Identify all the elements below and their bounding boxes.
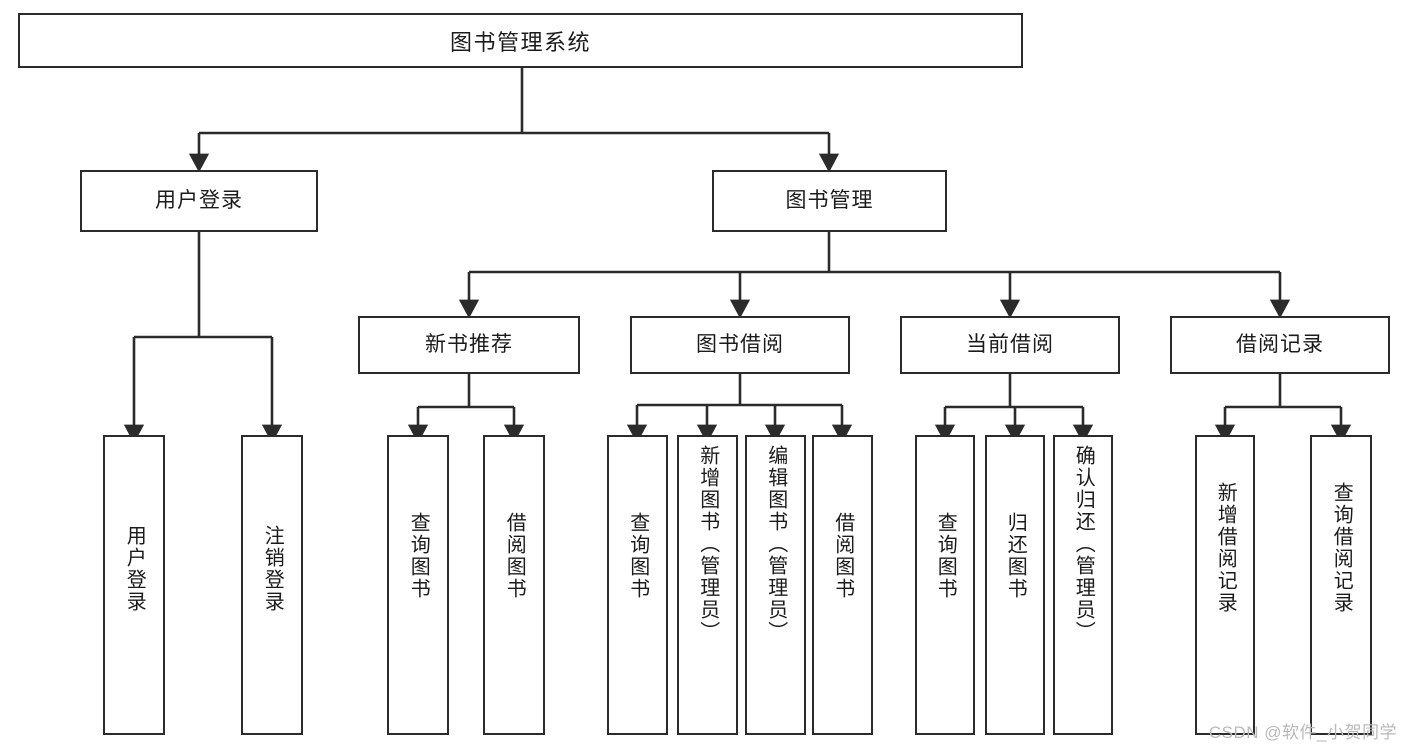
node-new-book-rec: 新书推荐 xyxy=(358,316,580,374)
node-label: 新书推荐 xyxy=(425,333,513,357)
node-label: 确认归还（管理员） xyxy=(1072,445,1095,643)
node-label: 归还图书 xyxy=(1004,512,1027,600)
node-label: 查询借阅记录 xyxy=(1330,482,1353,614)
node-label: 注销登录 xyxy=(261,525,284,613)
node-leaf-borrow-book-rec: 借阅图书 xyxy=(483,435,545,735)
node-book-borrow: 图书借阅 xyxy=(630,316,850,374)
node-label: 查询图书 xyxy=(934,512,957,600)
node-current-borrow: 当前借阅 xyxy=(900,316,1120,374)
node-leaf-query-book-borrow: 查询图书 xyxy=(607,435,668,735)
node-label: 查询图书 xyxy=(407,512,430,600)
node-label: 图书管理 xyxy=(785,189,874,213)
node-leaf-user-login: 用户登录 xyxy=(103,435,165,735)
node-leaf-return-book: 归还图书 xyxy=(985,435,1045,735)
node-leaf-borrow-book: 借阅图书 xyxy=(812,435,873,735)
node-book-manage: 图书管理 xyxy=(712,170,947,232)
node-label: 借阅图书 xyxy=(503,512,526,600)
node-leaf-add-borrow-record: 新增借阅记录 xyxy=(1195,435,1255,735)
csdn-watermark: CSDN @软件_小贺同学 xyxy=(1208,723,1397,742)
node-borrow-record: 借阅记录 xyxy=(1170,316,1390,374)
node-leaf-query-book-rec: 查询图书 xyxy=(387,435,449,735)
node-leaf-query-borrow-record: 查询借阅记录 xyxy=(1310,435,1372,735)
node-label: 用户登录 xyxy=(155,189,243,213)
node-label: 查询图书 xyxy=(626,512,649,600)
node-label: 图书管理系统 xyxy=(449,29,591,55)
node-label: 当前借阅 xyxy=(966,333,1054,357)
node-leaf-query-book-current: 查询图书 xyxy=(915,435,975,735)
node-label: 用户登录 xyxy=(123,525,146,613)
node-label: 借阅图书 xyxy=(831,512,854,600)
node-label: 新增图书（管理员） xyxy=(696,445,719,643)
node-root-system: 图书管理系统 xyxy=(18,13,1023,68)
node-leaf-user-logout: 注销登录 xyxy=(241,435,303,735)
node-leaf-confirm-return-admin: 确认归还（管理员） xyxy=(1053,435,1113,735)
node-label: 借阅记录 xyxy=(1236,333,1324,357)
node-label: 编辑图书（管理员） xyxy=(764,445,787,643)
node-leaf-add-book-admin: 新增图书（管理员） xyxy=(677,435,738,735)
node-leaf-edit-book-admin: 编辑图书（管理员） xyxy=(745,435,806,735)
node-label: 图书借阅 xyxy=(696,333,784,357)
node-label: 新增借阅记录 xyxy=(1214,482,1237,614)
node-user-login: 用户登录 xyxy=(80,170,318,232)
